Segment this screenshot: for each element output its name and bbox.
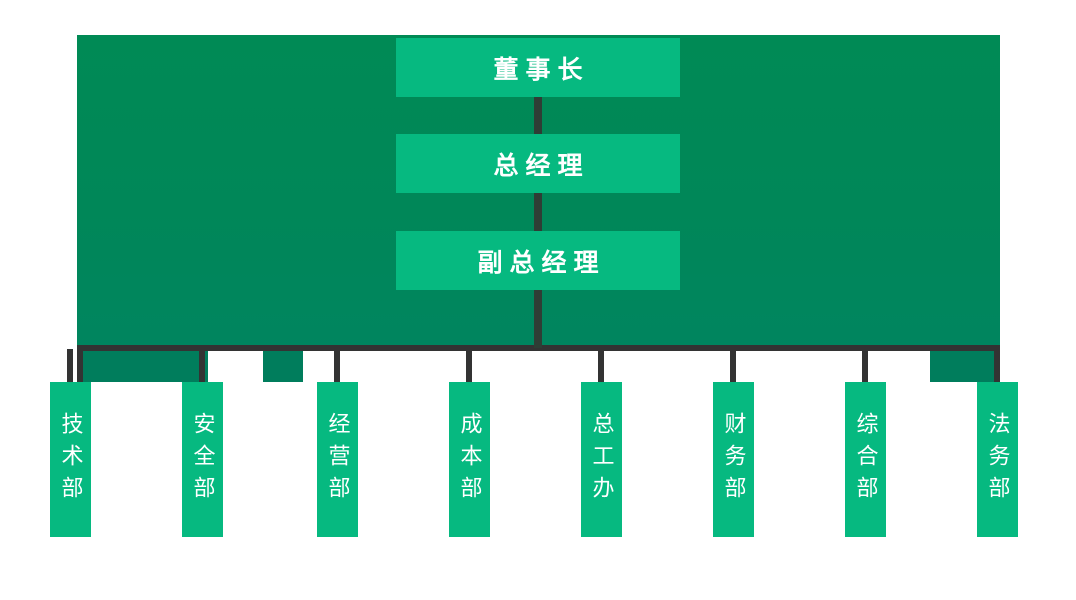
drop-line-dept-cost bbox=[466, 349, 472, 384]
node-chairman[interactable]: 董事长 bbox=[396, 38, 680, 97]
node-general-manager[interactable]: 总经理 bbox=[396, 134, 680, 193]
drop-line-dept-finance bbox=[730, 349, 736, 384]
node-general-manager-label: 总经理 bbox=[493, 151, 590, 180]
bus-end-cap-left bbox=[77, 345, 83, 382]
node-chairman-label: 董事长 bbox=[493, 55, 590, 84]
node-dept-cost[interactable]: 成本部 bbox=[449, 382, 490, 537]
node-deputy-general-manager[interactable]: 副总经理 bbox=[396, 231, 680, 290]
node-dept-general-affairs[interactable]: 综合部 bbox=[845, 382, 886, 537]
node-deputy-general-manager-label: 副总经理 bbox=[477, 248, 606, 277]
node-dept-operations-label: 经营部 bbox=[325, 411, 351, 508]
node-dept-chief-engineer-office-label: 总工办 bbox=[589, 411, 615, 508]
connector-general-manager-to-deputy bbox=[534, 193, 542, 231]
backdrop-tab-mid bbox=[263, 348, 303, 382]
backdrop-tab-left bbox=[83, 348, 208, 382]
node-dept-finance[interactable]: 财务部 bbox=[713, 382, 754, 537]
node-dept-safety[interactable]: 安全部 bbox=[182, 382, 223, 537]
drop-line-dept-general-affairs bbox=[862, 349, 868, 384]
backdrop-tab-right bbox=[930, 348, 1000, 382]
node-dept-cost-label: 成本部 bbox=[457, 411, 483, 508]
node-dept-technology-label: 技术部 bbox=[58, 411, 84, 508]
horizontal-connector-bus bbox=[77, 345, 1000, 351]
node-dept-legal-label: 法务部 bbox=[985, 411, 1011, 508]
node-dept-operations[interactable]: 经营部 bbox=[317, 382, 358, 537]
drop-line-dept-technology bbox=[67, 349, 73, 384]
node-dept-general-affairs-label: 综合部 bbox=[853, 411, 879, 508]
drop-line-dept-safety bbox=[199, 349, 205, 384]
node-dept-technology[interactable]: 技术部 bbox=[50, 382, 91, 537]
connector-chairman-to-general-manager bbox=[534, 97, 542, 135]
node-dept-finance-label: 财务部 bbox=[721, 411, 747, 508]
node-dept-chief-engineer-office[interactable]: 总工办 bbox=[581, 382, 622, 537]
drop-line-dept-operations bbox=[334, 349, 340, 384]
node-dept-safety-label: 安全部 bbox=[190, 411, 216, 508]
drop-line-dept-chief-engineer-office bbox=[598, 349, 604, 384]
connector-deputy-to-departments bbox=[534, 289, 542, 348]
drop-line-dept-legal bbox=[994, 349, 1000, 384]
node-dept-legal[interactable]: 法务部 bbox=[977, 382, 1018, 537]
